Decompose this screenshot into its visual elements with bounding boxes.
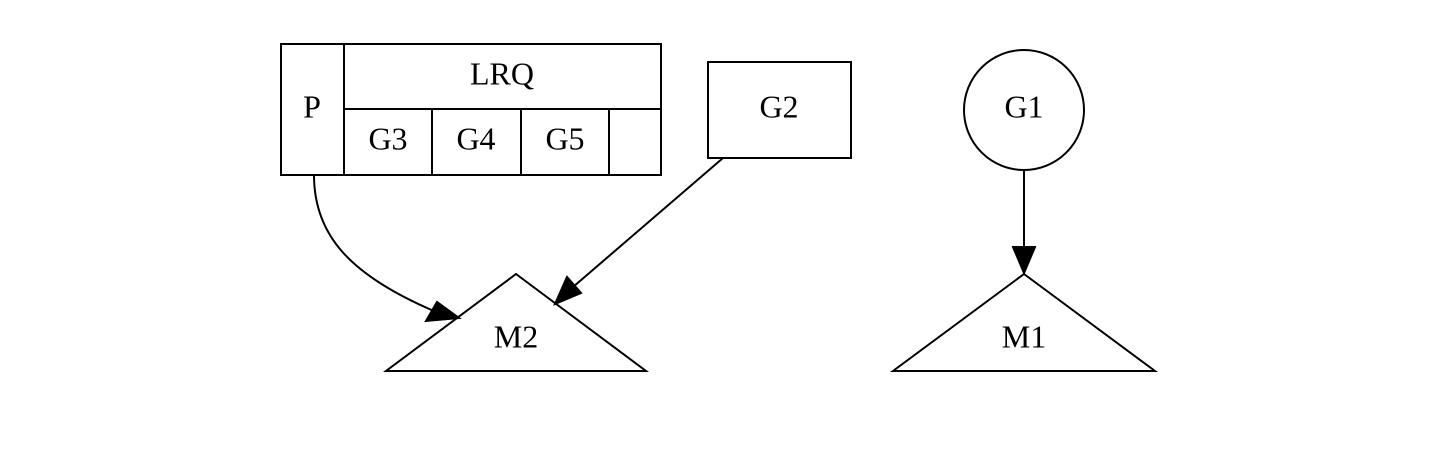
- g1-node: G1: [963, 49, 1085, 171]
- g1-label: G1: [1004, 88, 1043, 124]
- m1-node: M1: [889, 272, 1159, 372]
- edge-p-to-m2: [313, 174, 462, 323]
- g2-label: G2: [759, 88, 798, 124]
- p-lrq-record-node: P LRQ G3 G4 G5: [280, 43, 662, 176]
- edge-g2-to-m2: [553, 157, 724, 306]
- lrq-slot-g5: G5: [545, 120, 584, 156]
- edge-g1-to-m1: [1011, 170, 1037, 276]
- m2-node: M2: [382, 272, 650, 372]
- m2-label: M2: [494, 318, 538, 354]
- edge-g1-to-m1-arrowhead: [1011, 246, 1037, 276]
- edge-g2-to-m2-line: [572, 157, 724, 288]
- m2-triangle: [382, 272, 650, 372]
- m1-triangle: [889, 272, 1159, 372]
- lrq-label: LRQ: [470, 55, 534, 91]
- m1-label: M1: [1002, 318, 1046, 354]
- p-label: P: [303, 88, 321, 124]
- lrq-slot-g4: G4: [456, 120, 495, 156]
- edge-g2-to-m2-arrowhead: [553, 275, 583, 306]
- lrq-slot-g3: G3: [368, 120, 407, 156]
- g2-node: G2: [707, 61, 852, 159]
- edge-p-to-m2-arrowhead: [424, 300, 462, 323]
- edge-p-to-m2-line: [313, 174, 435, 312]
- g2-box: [707, 61, 852, 159]
